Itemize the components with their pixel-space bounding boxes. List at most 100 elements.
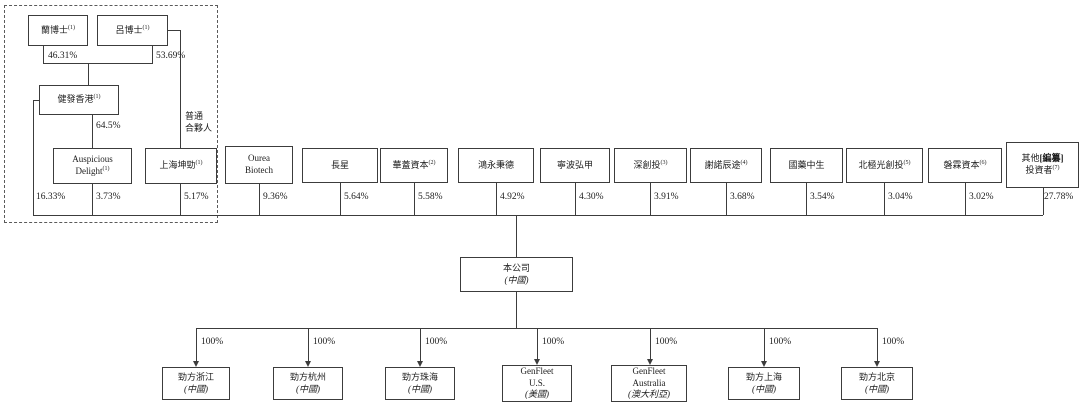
node-label: Australia <box>632 377 666 388</box>
node-label: 勁方杭州 <box>289 371 326 382</box>
pct-auspicious: 3.73% <box>96 192 121 202</box>
arrow-down-icon <box>760 361 767 367</box>
node-label: Ourea <box>248 153 270 164</box>
pct-sub-zhuhai: 100% <box>425 337 448 347</box>
arrow-down-icon <box>533 359 540 365</box>
node-auspicious-delight: Auspicious Delight(1) <box>53 148 132 184</box>
pct-sub-shanghai: 100% <box>769 337 792 347</box>
node-label: 健發香港(1) <box>57 94 101 105</box>
connector <box>575 183 576 215</box>
pct-panlin: 3.02% <box>969 192 994 202</box>
arrow-down-icon <box>873 361 880 367</box>
pct-huagai: 5.58% <box>418 192 443 202</box>
connector <box>965 183 966 215</box>
node-guoyao-zhongsheng: 國藥中生 <box>770 148 843 183</box>
node-other-investors: 其他[編纂] 投資者(7) <box>1006 142 1079 188</box>
pct-sub-australia: 100% <box>655 337 678 347</box>
node-jurisdiction: (中國) <box>408 383 432 394</box>
arrow-down-icon <box>192 361 199 367</box>
pct-jianfa-company: 16.33% <box>36 192 66 202</box>
node-northern-light: 北極光創投(5) <box>846 148 923 183</box>
pct-guoyao: 3.54% <box>810 192 835 202</box>
connector <box>92 184 93 215</box>
connector <box>537 328 538 362</box>
connector <box>43 63 153 64</box>
node-jurisdiction: (中國) <box>296 383 320 394</box>
pct-other-investors: 27.78% <box>1044 192 1074 202</box>
arrow-down-icon <box>304 361 311 367</box>
connector <box>88 63 89 85</box>
node-label: 上海坤勁(1) <box>159 160 203 171</box>
pct-dr-lyu: 53.69% <box>156 51 186 61</box>
node-jurisdiction: (中國) <box>752 383 776 394</box>
node-jurisdiction: (中國) <box>184 383 208 394</box>
node-label: 勁方珠海 <box>401 371 438 382</box>
node-label: 謝諾辰途(4) <box>704 159 748 170</box>
connector <box>884 183 885 215</box>
node-shanghai-kunjin: 上海坤勁(1) <box>145 148 217 184</box>
node-dr-lan: 蘭博士(1) <box>28 15 88 46</box>
connector <box>650 328 651 362</box>
connector <box>259 183 260 215</box>
node-shenzhen-capital: 深創投(3) <box>614 148 687 183</box>
pct-shanghai-kunjin: 5.17% <box>184 192 209 202</box>
connector <box>33 100 34 215</box>
node-xienuo-chentu: 謝諾辰途(4) <box>690 148 762 183</box>
node-label: 勁方北京 <box>858 371 895 382</box>
node-company: 本公司 (中國) <box>460 257 573 292</box>
node-label: 鴻永秉德 <box>477 159 514 170</box>
node-label: Biotech <box>245 165 273 175</box>
node-genfleet-shanghai: 勁方上海 (中國) <box>728 367 800 400</box>
pct-changxing: 5.64% <box>344 192 369 202</box>
subsidiary-branch-line <box>196 328 877 329</box>
node-genfleet-hangzhou: 勁方杭州 (中國) <box>273 367 343 400</box>
node-label: 華蓋資本(2) <box>392 159 436 170</box>
arrow-down-icon <box>416 361 423 367</box>
arrow-down-icon <box>646 359 653 365</box>
node-jianfa-hk: 健發香港(1) <box>39 85 119 115</box>
connector <box>92 115 93 148</box>
node-jurisdiction: (中國) <box>865 383 889 394</box>
node-label: 投資者(7) <box>1025 165 1060 175</box>
connector <box>764 328 765 362</box>
node-ningbo-hongjia: 寧波弘甲 <box>540 148 610 183</box>
pct-shenchuangtou: 3.91% <box>654 192 679 202</box>
connector <box>420 328 421 362</box>
node-label: 勁方浙江 <box>177 371 214 382</box>
node-label: 北極光創投(5) <box>858 159 911 170</box>
pct-ningbo: 4.30% <box>579 192 604 202</box>
connector <box>877 328 878 362</box>
node-label: 長星 <box>330 159 349 170</box>
pct-northern-light: 3.04% <box>888 192 913 202</box>
pct-sub-zhejiang: 100% <box>201 337 224 347</box>
node-label: GenFleet <box>632 365 666 376</box>
node-jurisdiction: (澳大利亞) <box>628 389 670 400</box>
pct-ourea: 9.36% <box>263 192 288 202</box>
connector <box>1043 188 1044 215</box>
connector <box>180 184 181 215</box>
pct-hongyong: 4.92% <box>500 192 525 202</box>
connector <box>516 292 517 328</box>
connector <box>806 183 807 215</box>
general-partner-label-line1: 普通 <box>185 111 204 121</box>
connector <box>414 183 415 215</box>
node-genfleet-australia: GenFleet Australia (澳大利亞) <box>611 365 687 402</box>
node-genfleet-us: GenFleet U.S. (美國) <box>502 365 572 402</box>
pct-dr-lan: 46.31% <box>48 51 78 61</box>
node-label: GenFleet <box>520 365 554 376</box>
node-label: Delight(1) <box>75 166 110 176</box>
pct-sub-beijing: 100% <box>882 337 905 347</box>
node-dr-lyu: 呂博士(1) <box>97 15 168 46</box>
node-changxing: 長星 <box>302 148 378 183</box>
node-genfleet-beijing: 勁方北京 (中國) <box>841 367 913 400</box>
connector <box>152 46 153 63</box>
node-panlin-capital: 磐霖資本(6) <box>928 148 1002 183</box>
node-label: 磐霖資本(6) <box>943 159 987 170</box>
connector <box>308 328 309 362</box>
connector <box>650 183 651 215</box>
connector <box>496 183 497 215</box>
node-huagai-capital: 華蓋資本(2) <box>380 148 448 183</box>
connector <box>726 183 727 215</box>
connector <box>168 30 180 31</box>
